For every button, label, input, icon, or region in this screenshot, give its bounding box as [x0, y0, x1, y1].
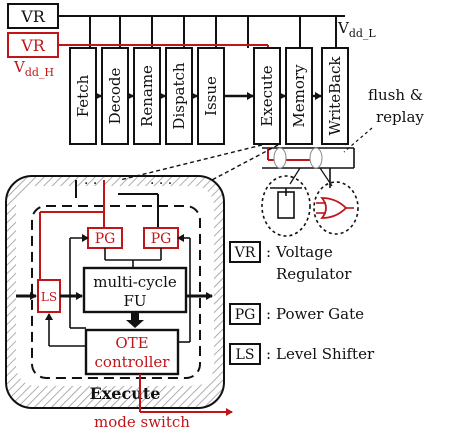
flop-ellipse-1 [273, 147, 287, 169]
mode-switch-label: mode switch [94, 413, 190, 431]
legend-abbr: VR [234, 245, 256, 261]
stage-decode: Decode [101, 47, 129, 145]
vr-high-label: VR [20, 36, 46, 55]
fu-line2: FU [123, 292, 146, 310]
stage-label-fetch: Fetch [74, 74, 92, 117]
execute-red-wires [39, 180, 105, 280]
pipeline-stages: Fetch Decode Rename Dispatch Issue Execute Mem… [69, 47, 349, 145]
fu-block: multi-cycle FU [82, 266, 188, 314]
legend-sep: : [266, 243, 271, 261]
oval-connector-1 [289, 167, 301, 185]
legend-text-line1: Level Shifter [276, 345, 375, 363]
legend-text-line2: Regulator [276, 265, 352, 283]
legend-text-line1: Voltage [275, 243, 333, 261]
bus-dots-left: · · · [84, 176, 106, 192]
stage-fetch: Fetch [69, 47, 97, 145]
pg-right-block: PG [143, 227, 179, 249]
ls-label: LS [41, 290, 57, 304]
execute-rail-wires [75, 180, 159, 228]
stage-rename: Rename [133, 47, 161, 145]
stage-writeback: WriteBack [321, 47, 349, 145]
stage-dispatch: Dispatch [165, 47, 193, 145]
vr-high-block: VR [7, 32, 59, 58]
zoom-line-right [211, 144, 279, 181]
stage-label-decode: Decode [106, 67, 124, 124]
zoom-line-left [119, 144, 263, 181]
zoom-oval-or-gate [313, 181, 359, 235]
vdd-low-rail [58, 15, 345, 48]
legend-sep: : [266, 345, 271, 363]
stage-memory: Memory [285, 47, 313, 145]
legend-item-ls: LS: Level Shifter [229, 343, 375, 365]
ote-line1: OTE [115, 334, 148, 352]
stage-label-issue: Issue [202, 76, 220, 116]
bus-dots-right: · · · [150, 176, 172, 192]
flop-ellipse-2 [309, 147, 323, 169]
stage-label-memory: Memory [290, 64, 308, 128]
legend-abbr: PG [235, 307, 256, 323]
legend-sep: : [266, 305, 271, 323]
fu-line1: multi-cycle [93, 273, 177, 291]
pg-outputs [104, 248, 162, 268]
ote-controller-block: OTE controller [84, 328, 180, 376]
stage-label-execute: Execute [258, 65, 276, 126]
flush-pointer [343, 127, 373, 153]
ls-block: LS [37, 279, 61, 313]
vr-low-block: VR [7, 3, 59, 29]
vr-low-label: VR [20, 7, 46, 26]
stage-label-writeback: WriteBack [326, 56, 344, 136]
flush-replay-path [262, 147, 355, 188]
legend-text-line1: Power Gate [276, 305, 364, 323]
pg-right-label: PG [151, 231, 172, 247]
pg-left-label: PG [95, 231, 116, 247]
fu-to-ote-arrow [126, 312, 144, 328]
mode-switch-wire [139, 374, 233, 416]
ote-line2: controller [95, 353, 171, 371]
pg-control-wires [69, 234, 191, 343]
legend-item-pg: PG: Power Gate [229, 303, 364, 325]
vdd-low-label: Vdd_L [337, 19, 376, 40]
stage-issue: Issue [197, 47, 225, 145]
flush-label-line2: replay [376, 108, 424, 126]
flush-label-line1: flush & [368, 86, 423, 104]
legend-abbr: LS [236, 347, 255, 363]
execute-title: Execute [90, 384, 161, 403]
pg-left-block: PG [87, 227, 123, 249]
stage-execute: Execute [253, 47, 281, 145]
vdd-high-label: Vdd_H [13, 58, 54, 79]
stage-label-dispatch: Dispatch [170, 62, 188, 129]
oval-connector-2 [319, 167, 333, 187]
zoom-oval-latch [261, 175, 311, 237]
ote-to-ls-wire [45, 313, 86, 347]
stage-label-rename: Rename [138, 65, 156, 127]
